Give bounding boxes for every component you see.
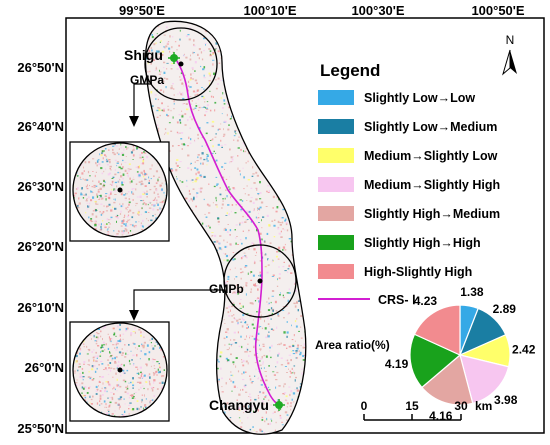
left-tick: 26°30'N <box>17 179 64 194</box>
legend-swatch <box>318 206 354 221</box>
legend-swatch <box>318 235 354 250</box>
legend-swatch <box>318 148 354 163</box>
legend-route-label: CRS- Ⅰ <box>378 293 416 307</box>
scale-tick-label: 15 <box>405 399 419 413</box>
left-tick: 25°50'N <box>17 421 64 436</box>
left-tick: 26°10'N <box>17 300 64 315</box>
changyu-marker-icon <box>273 399 285 411</box>
legend-item: Medium→Slightly Low <box>364 149 498 163</box>
pie-value-label: 2.89 <box>493 302 517 316</box>
top-tick: 100°30'E <box>351 3 404 18</box>
gmpb-label: GMPb <box>209 282 244 296</box>
scale-bar: 0 15 30 km <box>361 399 492 421</box>
legend-item: High-Slightly High <box>364 265 472 279</box>
legend-swatch <box>318 264 354 279</box>
top-axis: 99°50'E 100°10'E 100°30'E 100°50'E <box>119 3 525 18</box>
left-tick: 26°40'N <box>17 119 64 134</box>
legend-title: Legend <box>320 61 380 80</box>
gmpa-label: GMPa <box>130 73 164 87</box>
crs-route-line <box>174 57 281 406</box>
changyu-label: Changyu <box>209 397 269 413</box>
left-tick: 26°50'N <box>17 60 64 75</box>
pie-slice <box>413 304 461 356</box>
top-tick: 100°50'E <box>471 3 524 18</box>
gmpa-point <box>178 61 184 67</box>
gmpb-circle <box>223 244 297 318</box>
top-tick: 99°50'E <box>119 3 165 18</box>
pie-slice <box>409 333 462 389</box>
legend: Legend Slightly Low→Low Slightly Low→Med… <box>318 61 500 307</box>
left-tick: 26°0'N <box>25 360 64 375</box>
legend-swatch <box>318 177 354 192</box>
pie-value-label: 2.42 <box>512 342 536 356</box>
legend-item: Medium→Slightly High <box>364 178 500 192</box>
svg-text:N: N <box>506 33 515 47</box>
top-tick: 100°10'E <box>243 3 296 18</box>
legend-item: Slightly Low→Low <box>364 91 475 105</box>
pie-value-label: 3.98 <box>494 393 518 407</box>
gmpb-callout-arrow <box>133 289 224 316</box>
left-axis: 26°50'N 26°40'N 26°30'N 26°20'N 26°10'N … <box>17 60 64 436</box>
pie-slice <box>459 354 510 405</box>
gmpa-callout-arrow <box>133 83 152 123</box>
gmpb-point <box>257 278 263 284</box>
pie-value-label: 4.23 <box>414 294 438 308</box>
north-arrow-icon: N <box>502 33 517 76</box>
legend-item: Slightly High→Medium <box>364 207 500 221</box>
scale-tick-label: 0 <box>361 399 368 413</box>
area-ratio-pie <box>409 304 511 406</box>
scale-tick-label: 30 <box>454 399 468 413</box>
left-tick: 26°20'N <box>17 239 64 254</box>
legend-swatch <box>318 119 354 134</box>
legend-item: Slightly High→High <box>364 236 481 250</box>
pie-value-label: 4.19 <box>385 357 409 371</box>
legend-item: Slightly Low→Medium <box>364 120 497 134</box>
area-ratio-label: Area ratio(%) <box>315 338 390 352</box>
pie-value-label: 4.16 <box>429 409 453 423</box>
gmpa-circle <box>144 27 218 101</box>
shigu-label: Shigu <box>124 47 163 63</box>
shigu-marker-icon <box>168 52 180 64</box>
pie-value-label: 1.38 <box>460 285 484 299</box>
scale-unit: km <box>475 399 492 413</box>
legend-swatch <box>318 90 354 105</box>
pie-slice <box>421 353 474 406</box>
